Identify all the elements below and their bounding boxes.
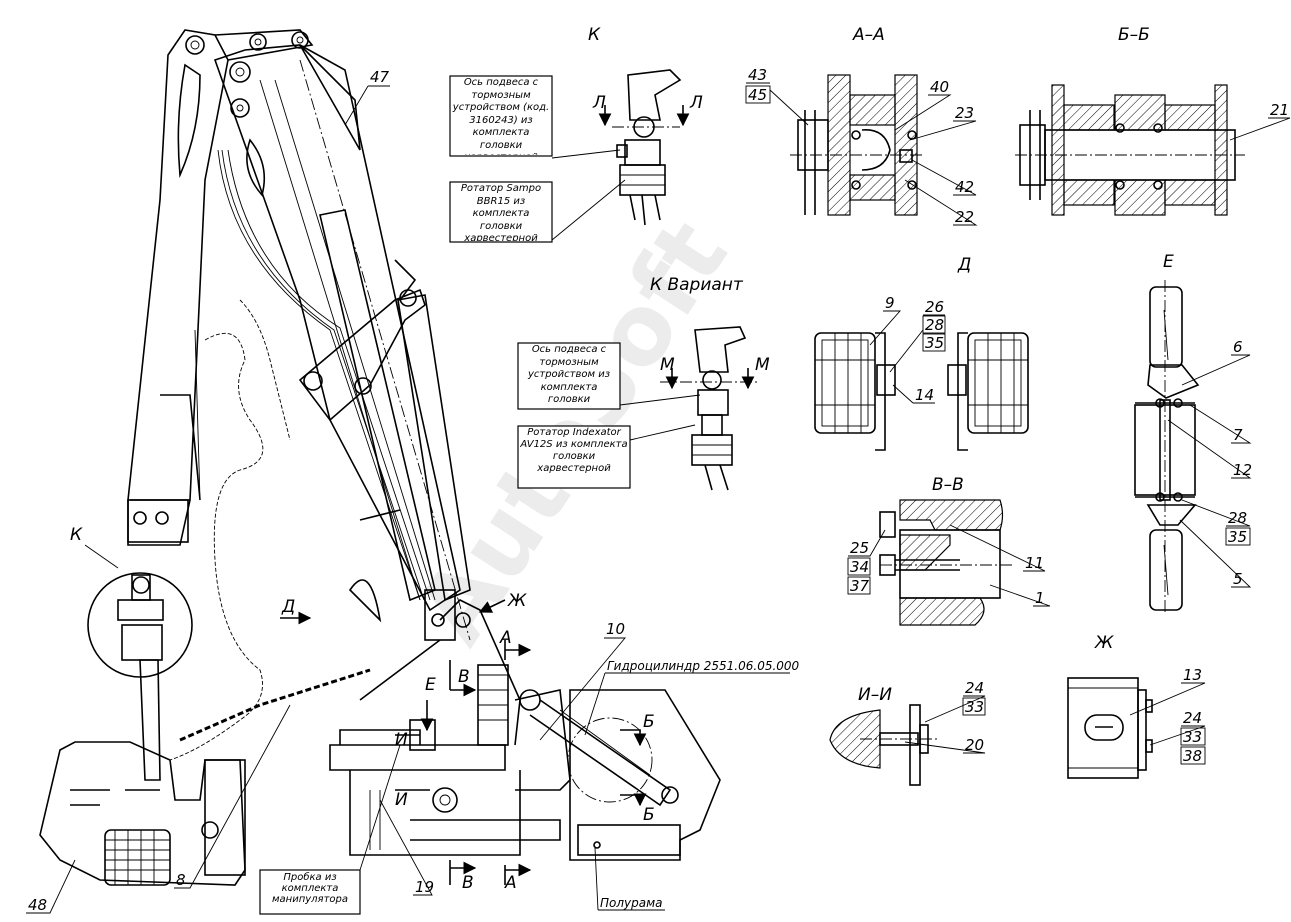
note-rotator-1: Ротатор Sampo BBR15 из комплекта головки… — [449, 179, 626, 243]
view-mark-v-bottom: В — [462, 873, 474, 893]
callout-48: 48 — [28, 896, 47, 914]
section-aa — [790, 74, 925, 216]
view-mark-e: Е — [425, 675, 436, 695]
view-mark-a-top: А — [499, 628, 512, 648]
callout-35b: 35 — [1228, 528, 1247, 546]
callout-6: 6 — [1233, 338, 1243, 356]
callout-35: 35 — [925, 334, 944, 352]
callout-9: 9 — [885, 294, 895, 312]
callout-38: 38 — [1183, 747, 1202, 765]
view-mark-m-left: М — [660, 355, 675, 375]
callout-21: 21 — [1270, 101, 1289, 119]
callout-28b: 28 — [1228, 509, 1247, 527]
callout-19: 19 — [415, 878, 434, 896]
title-bb: Б–Б — [1118, 25, 1150, 45]
view-mark-l-left: Л — [592, 93, 606, 113]
title-k: К — [588, 25, 601, 45]
callout-13: 13 — [1183, 666, 1202, 684]
note-cylinder: Гидроцилиндр 2551.06.05.000 — [584, 659, 800, 736]
view-mark-m-right: М — [755, 355, 770, 375]
callout-43: 43 — [748, 66, 767, 84]
note-plug: Пробка из комплекта манипулятора — [259, 869, 361, 915]
callout-12: 12 — [1233, 461, 1252, 479]
view-mark-zh: Ж — [507, 591, 527, 611]
view-d — [814, 332, 1029, 451]
callout-47: 47 — [370, 68, 390, 86]
section-vv — [879, 499, 1015, 626]
callout-10: 10 — [606, 620, 625, 638]
callout-24: 24 — [965, 679, 984, 697]
note-plug-text: Пробка из комплекта манипулятора — [272, 872, 348, 905]
callout-33: 33 — [965, 698, 984, 716]
view-k: Л Л — [592, 69, 703, 226]
note-axle-2-text: Ось подвеса с тормозным устройством из к… — [527, 344, 611, 408]
view-mark-d: Д — [281, 597, 295, 617]
callout-33b: 33 — [1183, 728, 1202, 746]
title-d: Д — [957, 255, 971, 275]
section-ii — [829, 704, 940, 786]
callout-1: 1 — [1035, 589, 1045, 607]
section-bb — [1015, 84, 1245, 216]
note-half-frame: Полурама — [594, 847, 665, 911]
callout-20: 20 — [965, 736, 984, 754]
view-mark-b-bottom: Б — [643, 805, 655, 825]
view-mark-i-top: И — [395, 730, 408, 750]
note-half-frame-text: Полурама — [600, 896, 663, 910]
title-ii: И–И — [858, 685, 892, 705]
note-axle-2: Ось подвеса с тормозным устройством из к… — [517, 342, 701, 410]
view-mark-b-top: Б — [643, 712, 655, 732]
callout-5: 5 — [1233, 570, 1243, 588]
callout-40: 40 — [930, 78, 949, 96]
crane-main-view — [39, 29, 721, 886]
note-axle-1-text: Ось подвеса с тормозным устройством (код… — [452, 77, 550, 155]
view-mark-l-right: Л — [689, 93, 703, 113]
callout-28: 28 — [925, 316, 944, 334]
callout-25: 25 — [850, 539, 869, 557]
title-k-variant: К Вариант — [650, 275, 744, 295]
callout-24b: 24 — [1183, 709, 1202, 727]
note-rotator-1-text: Ротатор Sampo BBR15 из комплекта головки… — [460, 183, 542, 241]
note-cylinder-text: Гидроцилиндр 2551.06.05.000 — [607, 659, 800, 673]
callout-11: 11 — [1025, 554, 1044, 572]
note-rotator-2-text: Ротатор Indexator AV12S из комплекта гол… — [520, 427, 628, 474]
callout-14: 14 — [915, 386, 934, 404]
callout-23: 23 — [955, 104, 974, 122]
view-mark-a-bottom: А — [504, 873, 517, 893]
title-e: Е — [1163, 252, 1174, 272]
title-zh: Ж — [1094, 633, 1114, 653]
callout-37: 37 — [850, 577, 870, 595]
callout-22: 22 — [955, 208, 974, 226]
title-aa: А–А — [852, 25, 885, 45]
view-mark-k: К — [70, 525, 83, 545]
view-k-variant: М М — [660, 326, 770, 491]
view-mark-v-top: В — [458, 667, 470, 687]
note-rotator-2: Ротатор Indexator AV12S из комплекта гол… — [517, 424, 696, 489]
view-e — [1134, 280, 1200, 615]
callout-45: 45 — [748, 86, 767, 104]
note-axle-1: Ось подвеса с тормозным устройством (код… — [449, 75, 621, 159]
callout-42: 42 — [955, 178, 974, 196]
callout-26: 26 — [925, 298, 944, 316]
view-mark-i-bottom: И — [395, 790, 408, 810]
view-zh — [1067, 677, 1153, 779]
title-vv: В–В — [932, 475, 964, 495]
callout-34: 34 — [850, 558, 869, 576]
callout-8: 8 — [176, 871, 186, 889]
